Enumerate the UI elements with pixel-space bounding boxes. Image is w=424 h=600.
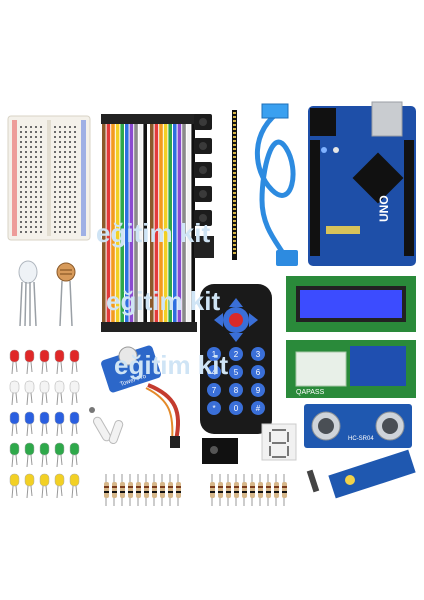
svg-text:#: #	[256, 404, 261, 413]
resistors-left	[104, 474, 181, 506]
ldr-sensor	[56, 262, 76, 327]
svg-text:2: 2	[234, 350, 239, 359]
usb-cable	[254, 103, 298, 266]
breadboard-holes	[20, 126, 76, 233]
uno-board: UNO	[308, 101, 416, 266]
svg-text:8: 8	[234, 386, 239, 395]
sensor-module	[306, 449, 416, 499]
svg-text:9: 9	[256, 386, 261, 395]
svg-text:7: 7	[212, 386, 217, 395]
svg-text:1: 1	[212, 350, 217, 359]
rgb-led	[18, 260, 38, 327]
led-grid	[9, 349, 80, 499]
tactile-buttons	[194, 114, 214, 258]
jumper-wires-left	[101, 114, 149, 332]
svg-text:*: *	[212, 404, 215, 413]
ultrasonic-sensor: HC-SR04	[304, 404, 412, 448]
breadboard	[7, 115, 91, 241]
svg-text:0: 0	[234, 404, 239, 413]
pin-header	[232, 110, 237, 260]
remote-keypad: 1 2 3 4 5 6 7 8 9 * 0 #	[207, 347, 265, 415]
seven-segment-display	[261, 423, 297, 461]
svg-text:5: 5	[234, 368, 239, 377]
ir-receiver-module	[202, 438, 238, 464]
resistors-right	[210, 474, 287, 506]
jumper-wires-right	[149, 114, 197, 332]
servo-horns	[89, 407, 124, 445]
servo-motor: Tower Pro	[101, 345, 181, 448]
svg-text:3: 3	[256, 350, 261, 359]
hc-sr04-label: HC-SR04	[348, 436, 374, 442]
lcd-i2c-module: QAPASS	[286, 340, 416, 398]
svg-text:4: 4	[212, 368, 217, 377]
uno-label: UNO	[377, 195, 391, 222]
qapass-label: QAPASS	[296, 389, 325, 396]
lcd-display	[286, 276, 416, 332]
svg-text:6: 6	[256, 368, 261, 377]
ir-remote: 1 2 3 4 5 6 7 8 9 * 0 #	[200, 284, 272, 434]
